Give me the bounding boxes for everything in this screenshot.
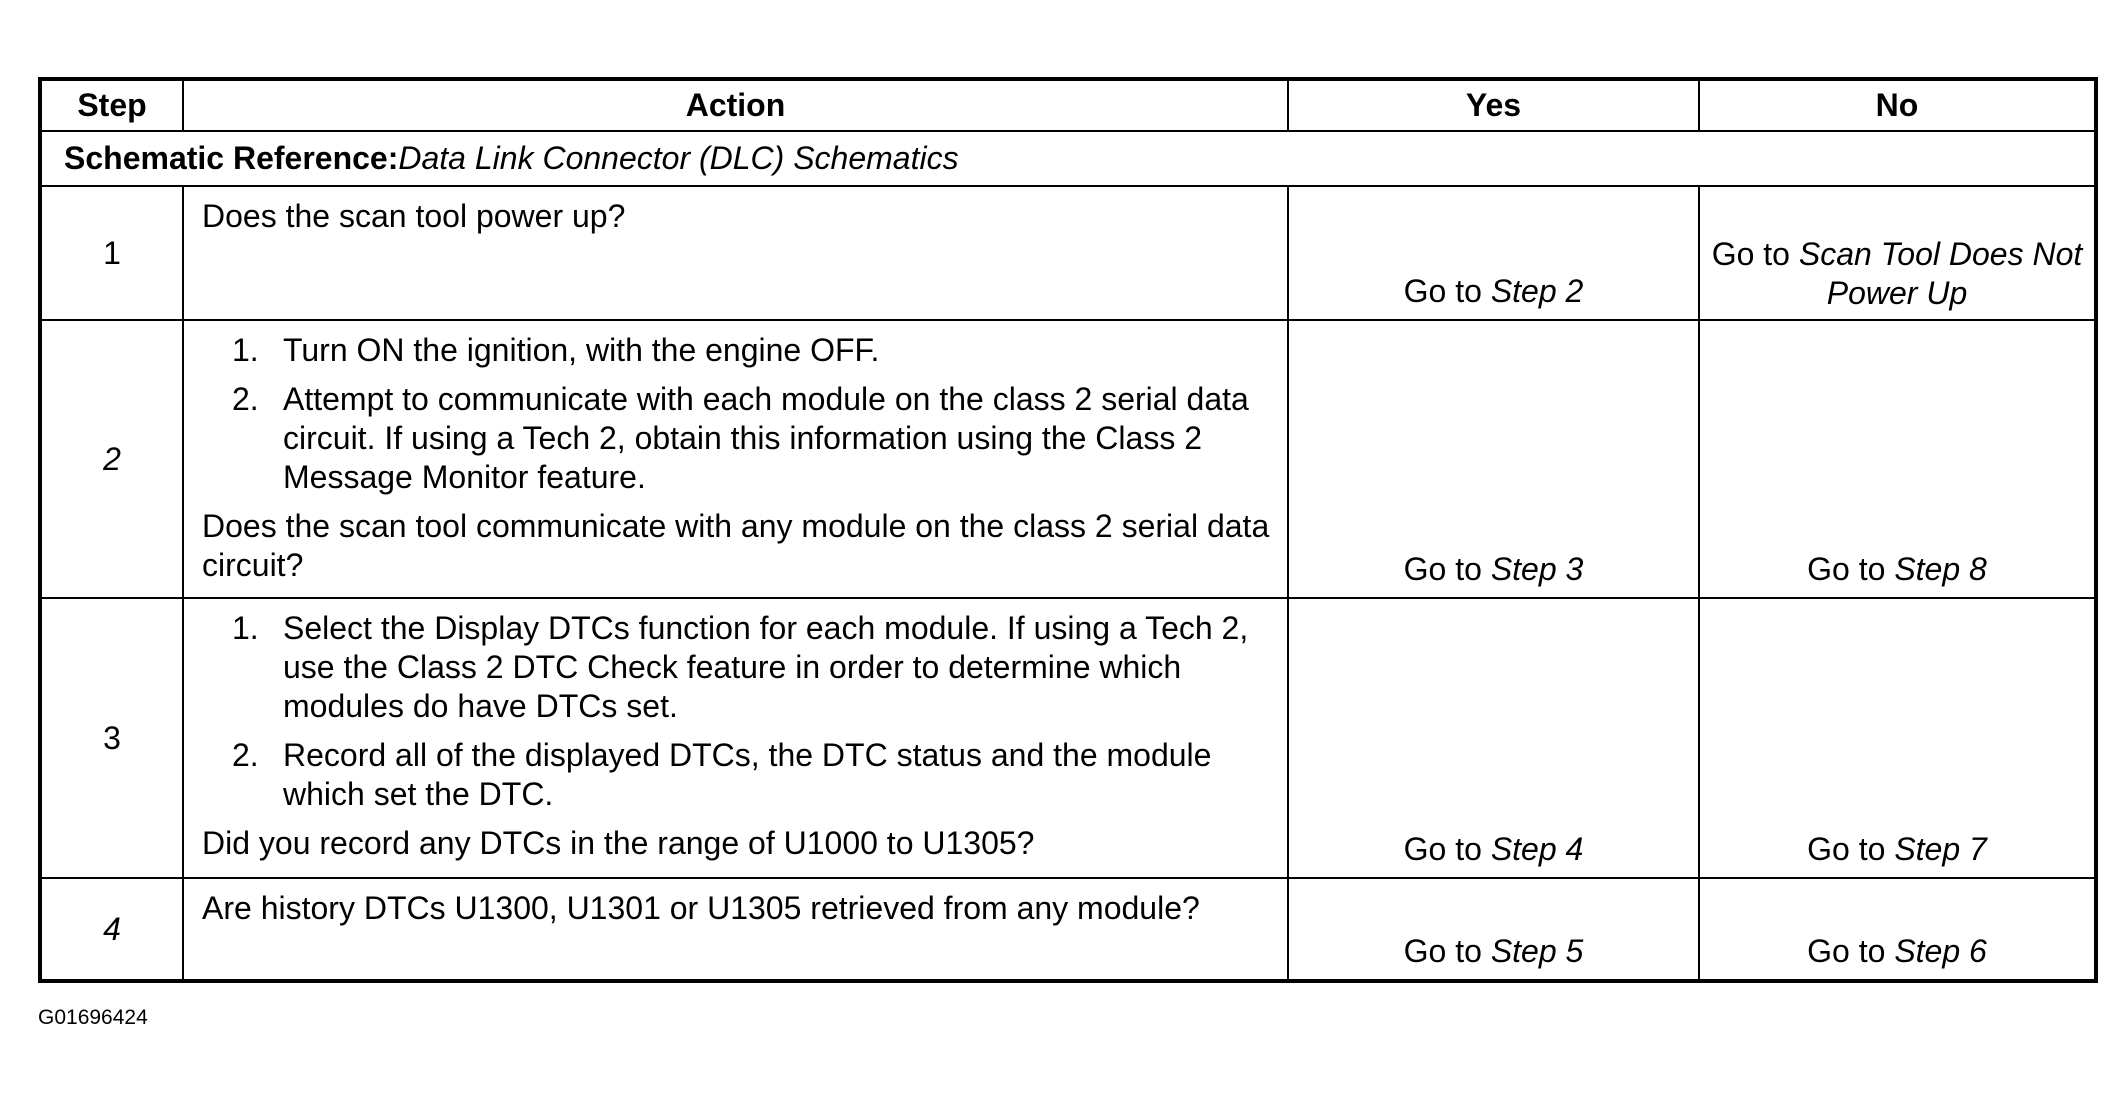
no-prefix: Go to <box>1711 235 1799 272</box>
header-action: Action <box>182 78 1289 132</box>
step-number: 1 <box>39 185 184 321</box>
no-target: Step 8 <box>1894 551 1987 588</box>
instruction-list: 1. Turn ON the ignition, with the engine … <box>202 331 1273 497</box>
schematic-reference: Schematic Reference:Data Link Connector … <box>39 130 2097 187</box>
diagnostic-table: Step Action Yes No Schematic Reference:D… <box>38 77 2098 984</box>
table-row: 1 Does the scan tool power up? Go to Ste… <box>39 185 2097 321</box>
action-question: Did you record any DTCs in the range of … <box>202 825 1035 862</box>
instruction-item: 2. Attempt to communicate with each modul… <box>232 380 1273 497</box>
instruction-list: 1. Select the Display DTCs function for e… <box>202 609 1273 814</box>
header-yes: Yes <box>1287 78 1700 132</box>
yes-prefix: Go to <box>1403 933 1491 970</box>
table-row: 4 Are history DTCs U1300, U1301 or U1305… <box>39 877 2097 983</box>
instruction-text: Turn ON the ignition, with the engine OF… <box>283 332 880 368</box>
instruction-text: Attempt to communicate with each module … <box>283 381 1249 496</box>
table-row: 3 1. Select the Display DTCs function for… <box>39 597 2097 880</box>
action-question: Are history DTCs U1300, U1301 or U1305 r… <box>202 890 1200 927</box>
instruction-number: 2. <box>232 381 259 418</box>
yes-result: Go to Step 4 <box>1287 597 1700 880</box>
no-result: Go to Step 7 <box>1698 597 2097 880</box>
schematic-reference-label: Schematic Reference: <box>64 140 399 176</box>
instruction-number: 1. <box>232 332 259 368</box>
instruction-text: Select the Display DTCs function for eac… <box>283 610 1249 725</box>
action-cell: Are history DTCs U1300, U1301 or U1305 r… <box>182 877 1289 983</box>
instruction-item: 1. Turn ON the ignition, with the engine … <box>232 331 1273 370</box>
instruction-number: 1. <box>232 610 259 647</box>
action-cell: 1. Turn ON the ignition, with the engine … <box>182 318 1289 600</box>
instruction-item: 1. Select the Display DTCs function for e… <box>232 609 1273 726</box>
action-cell: 1. Select the Display DTCs function for e… <box>182 597 1289 880</box>
yes-target: Step 2 <box>1490 272 1584 309</box>
yes-result: Go to Step 2 <box>1287 185 1700 321</box>
step-number: 4 <box>39 877 184 983</box>
yes-prefix: Go to <box>1403 272 1491 309</box>
action-question: Does the scan tool power up? <box>202 198 626 234</box>
header-step: Step <box>39 78 184 132</box>
no-prefix: Go to <box>1807 551 1895 588</box>
no-result: Go to Step 8 <box>1698 318 2097 600</box>
yes-prefix: Go to <box>1403 831 1491 868</box>
no-prefix: Go to <box>1807 831 1895 868</box>
no-result: Go to Scan Tool Does Not Power Up <box>1698 185 2097 321</box>
yes-target: Step 4 <box>1490 831 1584 868</box>
yes-prefix: Go to <box>1403 551 1491 588</box>
schematic-reference-row: Schematic Reference:Data Link Connector … <box>39 130 2097 187</box>
yes-target: Step 5 <box>1490 933 1584 970</box>
header-no: No <box>1698 78 2097 132</box>
no-target: Step 6 <box>1894 933 1987 970</box>
action-question: Does the scan tool communicate with any … <box>202 508 1270 584</box>
instruction-text: Record all of the displayed DTCs, the DT… <box>283 737 1212 813</box>
no-result: Go to Step 6 <box>1698 877 2097 983</box>
header-row: Step Action Yes No <box>39 78 2097 132</box>
yes-target: Step 3 <box>1490 551 1584 588</box>
no-prefix: Go to <box>1807 933 1895 970</box>
instruction-item: 2. Record all of the displayed DTCs, the … <box>232 736 1273 814</box>
no-target: Scan Tool Does Not Power Up <box>1798 235 2083 311</box>
instruction-number: 2. <box>232 737 259 774</box>
table-row: 2 1. Turn ON the ignition, with the engin… <box>39 318 2097 600</box>
figure-id: G01696424 <box>38 1006 148 1029</box>
action-cell: Does the scan tool power up? <box>182 185 1289 321</box>
step-number: 3 <box>39 597 184 880</box>
step-number: 2 <box>39 318 184 600</box>
no-target: Step 7 <box>1894 831 1987 868</box>
yes-result: Go to Step 3 <box>1287 318 1700 600</box>
schematic-reference-value: Data Link Connector (DLC) Schematics <box>398 140 959 176</box>
yes-result: Go to Step 5 <box>1287 877 1700 983</box>
